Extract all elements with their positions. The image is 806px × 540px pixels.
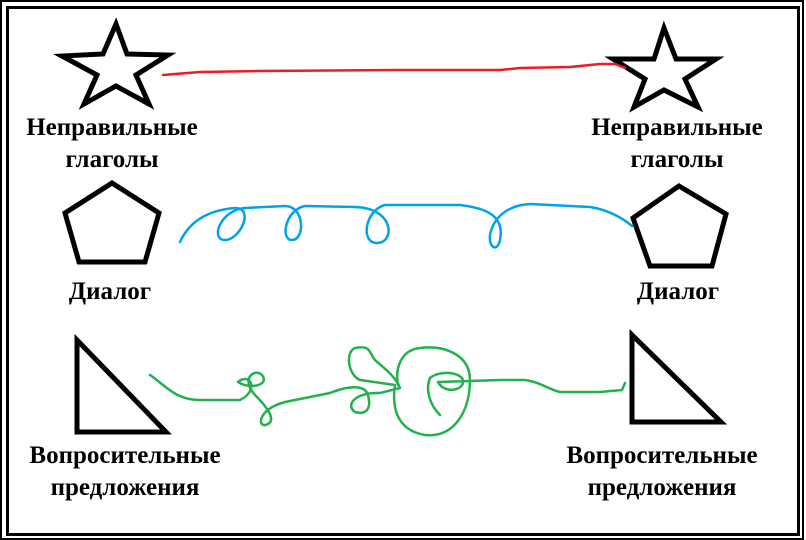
pentagon-left-icon <box>62 180 162 265</box>
star-left-icon <box>52 17 177 110</box>
connector-line-irregular-verbs <box>161 62 627 77</box>
label-dialog-left: Диалог <box>69 276 151 308</box>
pentagon-right-icon <box>630 183 729 269</box>
inner-frame <box>6 6 800 536</box>
label-line: Диалог <box>68 278 152 305</box>
label-line: Неправильные <box>26 114 198 141</box>
connector-line-questions <box>148 346 627 437</box>
star-right-icon <box>604 20 725 113</box>
label-line: Вопросительные <box>566 442 758 469</box>
triangle-right-icon <box>629 329 728 425</box>
label-line: глаголы <box>65 146 159 173</box>
label-line: Вопросительные <box>29 442 221 469</box>
triangle-left-icon <box>74 333 172 435</box>
label-irregular-verbs-left: Неправильные глаголы <box>26 112 198 176</box>
label-line: глаголы <box>630 146 724 173</box>
label-dialog-right: Диалог <box>637 276 719 308</box>
label-line: Диалог <box>636 278 720 305</box>
label-questions-right: Вопросительные предложения <box>566 440 757 504</box>
label-irregular-verbs-right: Неправильные глаголы <box>591 112 763 176</box>
connector-line-dialog <box>178 202 634 249</box>
label-line: предложения <box>50 474 200 501</box>
label-line: предложения <box>587 474 737 501</box>
label-questions-left: Вопросительные предложения <box>29 440 220 504</box>
label-line: Неправильные <box>591 114 763 141</box>
